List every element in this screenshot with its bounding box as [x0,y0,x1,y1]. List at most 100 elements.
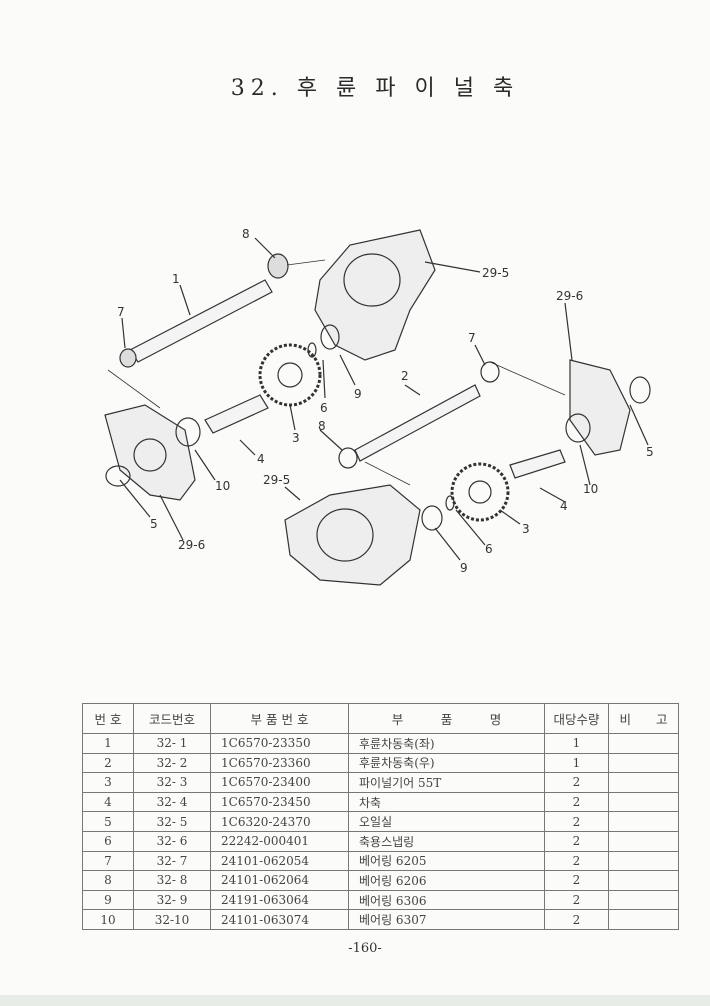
page-number: -160- [348,941,382,956]
cell-part-name: 베어링 6205 [348,850,545,872]
cell-part-number: 1C6570-23360 [210,752,349,774]
cell-part-name: 파이널기어 55T [348,772,545,793]
cell-quantity: 2 [544,811,609,832]
shaft-1 [129,279,273,363]
cell-quantity: 2 [544,830,609,852]
cell-code: 32- 3 [133,772,211,793]
housing-upper [314,229,436,361]
cell-part-name: 베어링 6206 [348,870,545,891]
cover-right [569,359,631,456]
header-quantity: 대당수량 [544,703,609,734]
cell-remarks [608,791,679,813]
callout-9: 9 [354,387,362,401]
page-title: 32. 후 륜 파 이 널 축 [230,76,520,101]
callout-5: 5 [646,445,654,459]
cell-part-name: 후륜차동축(우) [348,752,545,774]
callout-3: 3 [292,431,300,445]
cell-part-number: 24101-062064 [210,870,349,891]
axle-4-right [509,449,566,479]
callout-1: 1 [172,272,180,286]
header-part-number: 부 품 번 호 [210,703,349,734]
shaft-2 [354,384,481,462]
cell-quantity: 1 [544,733,609,754]
cell-no: 9 [82,889,134,911]
cell-remarks [608,752,679,774]
cell-code: 32- 2 [133,752,211,774]
cell-remarks [608,889,679,911]
cell-quantity: 2 [544,791,609,813]
cell-code: 32- 5 [133,811,211,832]
cell-code: 32- 1 [133,733,211,754]
header-no: 번 호 [82,703,134,734]
callout-10: 10 [583,482,598,496]
callout-7: 7 [117,305,125,319]
cell-no: 2 [82,752,134,774]
callout-4: 4 [560,499,568,513]
cell-no: 10 [82,909,134,930]
cell-no: 1 [82,733,134,754]
cell-no: 4 [82,791,134,813]
cell-remarks [608,811,679,832]
table-header-row: 번 호 코드번호 부 품 번 호 부 품 명 대당수량 비 고 [82,703,679,734]
callout-29-6: 29-6 [556,289,583,303]
cell-remarks [608,850,679,872]
cell-no: 6 [82,830,134,852]
cover-left [104,404,196,501]
cell-no: 7 [82,850,134,872]
cell-quantity: 2 [544,909,609,930]
callout-29-5: 29-5 [482,266,509,280]
cell-quantity: 2 [544,889,609,911]
cell-quantity: 2 [544,870,609,891]
callout-5: 5 [150,517,158,531]
callout-2: 2 [401,369,409,383]
cell-part-name: 베어링 6306 [348,889,545,911]
callout-3: 3 [522,522,530,536]
cell-part-number: 22242-000401 [210,830,349,852]
housing-lower [284,484,421,586]
callout-4: 4 [257,452,265,466]
cell-no: 5 [82,811,134,832]
cell-part-number: 1C6570-23450 [210,791,349,813]
cell-part-number: 24101-062054 [210,850,349,872]
cell-part-number: 1C6320-24370 [210,811,349,832]
cell-quantity: 2 [544,850,609,872]
callout-29-5: 29-5 [263,473,290,487]
cell-part-name: 축용스냅링 [348,830,545,852]
cell-quantity: 2 [544,772,609,793]
cell-code: 32-10 [133,909,211,930]
cell-remarks [608,830,679,852]
axle-4-left [204,394,269,434]
callout-9: 9 [460,561,468,575]
header-code: 코드번호 [133,703,211,734]
cell-remarks [608,909,679,930]
header-part-name: 부 품 명 [348,703,545,734]
callout-7: 7 [468,331,476,345]
scan-edge [0,995,710,1006]
cell-remarks [608,870,679,891]
cell-code: 32- 4 [133,791,211,813]
cell-part-name: 오일실 [348,811,545,832]
callout-29-6: 29-6 [178,538,205,552]
cell-code: 32- 6 [133,830,211,852]
cell-remarks [608,772,679,793]
cell-code: 32- 7 [133,850,211,872]
cell-quantity: 1 [544,752,609,774]
cell-part-name: 후륜차동축(좌) [348,733,545,754]
cell-part-name: 베어링 6307 [348,909,545,930]
cell-part-number: 1C6570-23350 [210,733,349,754]
cell-no: 8 [82,870,134,891]
cell-part-number: 24191-063064 [210,889,349,911]
cell-part-name: 차축 [348,791,545,813]
cell-remarks [608,733,679,754]
callout-6: 6 [320,401,328,415]
